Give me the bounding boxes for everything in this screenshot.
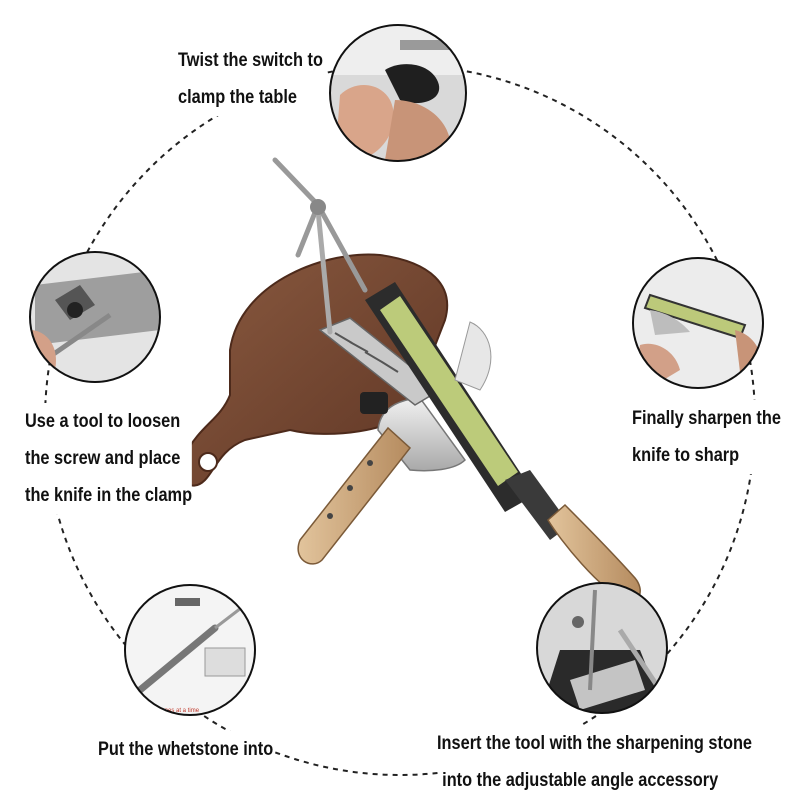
caption-line: the knife in the clamp bbox=[25, 477, 193, 514]
chef-knife bbox=[297, 397, 466, 565]
caption-line: Insert the tool with the sharpening ston… bbox=[437, 725, 753, 762]
sharpening-rod bbox=[365, 282, 641, 602]
caption-line: Finally sharpen the bbox=[632, 400, 781, 437]
angle-clamp bbox=[318, 317, 442, 414]
inset-loosen-screw bbox=[29, 251, 161, 383]
caption-line: the screw and place bbox=[25, 440, 193, 477]
inset-angle-accessory bbox=[536, 582, 668, 714]
caption-line: knife to sharp bbox=[632, 437, 781, 474]
inset-caption: instones at a time bbox=[152, 708, 200, 714]
inset-whetstone-insert: instones at a time bbox=[124, 584, 256, 716]
caption-line: into the adjustable angle accessory bbox=[442, 762, 753, 799]
inset-final-sharpen bbox=[632, 257, 764, 389]
guide-rod bbox=[272, 157, 368, 335]
caption-put-whetstone: Put the whetstone into bbox=[98, 731, 274, 768]
caption-line: Twist the switch to bbox=[178, 42, 323, 79]
caption-loosen-screw: Use a tool to loosen the screw and place… bbox=[25, 403, 193, 514]
caption-line: Put the whetstone into bbox=[98, 731, 274, 768]
caption-finally-sharpen: Finally sharpen the knife to sharp bbox=[632, 400, 781, 474]
caption-line: clamp the table bbox=[178, 79, 323, 116]
caption-line: Use a tool to loosen bbox=[25, 403, 193, 440]
caption-clamp-table: Twist the switch to clamp the table bbox=[178, 42, 323, 116]
inset-clamp-knob bbox=[329, 24, 467, 162]
caption-insert-tool: Insert the tool with the sharpening ston… bbox=[437, 725, 753, 799]
